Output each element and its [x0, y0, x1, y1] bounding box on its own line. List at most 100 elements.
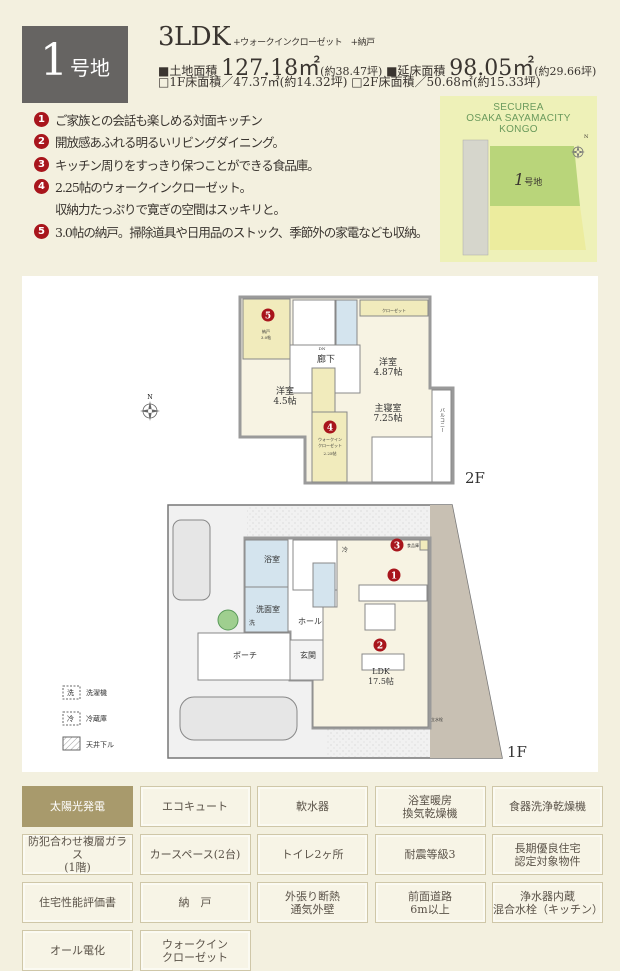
- feature-text: キッチン周りをすっきり保つことができる食品庫。: [55, 157, 320, 173]
- feature-item: 3 キッチン周りをすっきり保つことができる食品庫。: [34, 155, 320, 174]
- feature-number-badge: 3: [34, 156, 49, 172]
- room-size: 2.25帖: [324, 450, 337, 456]
- layout-extras: +ウォークインクローゼット +納戸: [233, 38, 375, 48]
- tree-icon: [217, 609, 239, 631]
- equipment-item: 浴室暖房 換気乾燥機: [374, 786, 486, 827]
- plan-marker-number: 5: [265, 312, 271, 322]
- feature-text: 2.25帖のウォークインクローゼット。: [55, 179, 252, 195]
- feature-number-badge: 2: [34, 134, 49, 150]
- room-size: 3.0帖: [261, 334, 271, 340]
- fridge-mark: 冷: [342, 546, 348, 554]
- dining-table: [364, 603, 396, 631]
- gravel: [327, 727, 429, 758]
- room-label: LDK: [372, 667, 391, 676]
- equipment-item: 長期優良住宅 認定対象物件: [492, 834, 603, 875]
- pantry: [419, 539, 429, 551]
- room-size: 4.5帖: [273, 395, 296, 407]
- lot-suffix: 号地: [70, 56, 110, 80]
- room-size: 17.5帖: [368, 676, 394, 686]
- hatch-icon: [62, 736, 81, 751]
- feature-text: 3.0帖の納戸。掃除道具や日用品のストック、季節外の家電なども収納。: [55, 224, 428, 240]
- site-lot-suffix: 号地: [524, 178, 543, 188]
- faucet-label: 立水栓: [431, 716, 443, 722]
- room-label: 食品庫: [407, 542, 419, 548]
- equipment-item: 食器洗浄乾燥機: [492, 786, 603, 827]
- plan-marker-5: 5: [261, 308, 275, 322]
- room-label: ポーチ: [233, 651, 257, 660]
- equipment-item: 太陽光発電: [22, 786, 133, 827]
- compass-icon: [571, 145, 585, 159]
- equipment-item: 外張り断熱 通気外壁: [257, 882, 368, 923]
- closet: [359, 299, 429, 317]
- floor-label-1f: 1F: [507, 743, 527, 761]
- floor-area-value: 98.05㎡: [449, 56, 535, 81]
- room-label: 洋室: [379, 356, 397, 368]
- room-label: 洋室: [276, 385, 294, 397]
- equipment-item: 住宅性能評価書: [22, 882, 133, 923]
- porch: [197, 632, 291, 681]
- site-lot-label: 1号地: [514, 170, 542, 189]
- plan-marker-number: 1: [391, 572, 397, 582]
- feature-item: 2 開放感あふれる明るいリビングダイニング。: [34, 132, 285, 151]
- feature-number-badge: 1: [34, 112, 49, 127]
- site-title-1: SECUREA: [493, 102, 544, 113]
- north-label: N: [147, 394, 152, 401]
- floor-plan-2f: [238, 295, 455, 485]
- room-label: 玄関: [300, 650, 316, 660]
- legend-mark: 洗: [67, 688, 74, 697]
- road: [462, 139, 489, 256]
- car-icon: [172, 519, 211, 601]
- compass-icon: N: [140, 394, 160, 421]
- room-label: クローゼット: [382, 307, 406, 313]
- balcony: [431, 389, 452, 483]
- legend-label: 冷蔵庫: [86, 714, 107, 723]
- feature-item: 収納力たっぷりで寛ぎの空間はスッキリと。: [34, 199, 286, 218]
- sofa: [361, 653, 405, 671]
- dn-label: DN: [319, 346, 326, 351]
- side-yard: [430, 505, 502, 758]
- plan-marker-4: 4: [323, 420, 337, 434]
- bathroom: [244, 539, 289, 588]
- feature-text: ご家族との会話も楽しめる対面キッチン: [55, 113, 263, 128]
- equipment-item: 納 戸: [139, 882, 251, 923]
- land-area-value: 127.18㎡: [221, 56, 321, 81]
- legend: 洗 洗濯機 冷 冷蔵庫 天井下ル: [62, 685, 114, 751]
- site-title-3: KONGO: [499, 124, 538, 135]
- floor-label-2f: 2F: [465, 469, 485, 487]
- room-size: 7.25帖: [373, 412, 402, 424]
- lot-number: 1: [40, 35, 68, 86]
- feature-number-badge: 5: [34, 223, 49, 239]
- area-row: ■土地面積 127.18㎡(約38.47坪) ■延床面積 98.05㎡(約29.…: [158, 50, 596, 82]
- closet: [311, 367, 336, 413]
- room-label: 主寝室: [374, 402, 401, 414]
- equipment-item: 軟水器: [257, 786, 368, 827]
- feature-text: 開放感あふれる明るいリビングダイニング。: [55, 135, 285, 151]
- floor2-area: □2F床面積／50.68㎡(約15.33坪): [351, 75, 541, 89]
- layout-label: 3LDK: [158, 22, 231, 52]
- plan-marker-3: 3: [390, 538, 404, 552]
- feature-item: 1 ご家族との会話も楽しめる対面キッチン: [34, 110, 263, 129]
- plan-marker-1: 1: [387, 568, 401, 582]
- equipment-item: 防犯合わせ複層ガラス (1階): [22, 834, 133, 875]
- room-label: ウォークイン: [318, 436, 342, 442]
- floor-area-tsubo: (約29.66坪): [534, 65, 597, 78]
- site-lot-num: 1: [514, 170, 525, 189]
- room-label: 浴室: [264, 554, 280, 564]
- equipment-item: トイレ2ヶ所: [257, 834, 368, 875]
- room-size: 4.87帖: [373, 366, 402, 378]
- plan-marker-2: 2: [373, 638, 387, 652]
- feature-number-badge: 4: [34, 178, 49, 194]
- legend-label: 天井下ル: [86, 740, 114, 749]
- site-title-2: OSAKA SAYAMACITY: [466, 113, 571, 124]
- feature-item: 4 2.25帖のウォークインクローゼット。: [34, 177, 252, 196]
- floor-plan-panel: N 納戸 3.0帖 DN 廊下 洋室 4.87帖 洋室 4.5帖 主寝室 7.2…: [22, 276, 598, 772]
- legend-mark: 冷: [67, 714, 74, 723]
- kitchen-counter: [358, 584, 428, 602]
- equipment-item: 耐震等級3: [374, 834, 486, 875]
- room-label: 廊下: [317, 353, 335, 365]
- floor-area-row: □1F床面積／47.37㎡(約14.32坪) □2F床面積／50.68㎡(約15…: [158, 73, 541, 90]
- gravel: [247, 507, 429, 537]
